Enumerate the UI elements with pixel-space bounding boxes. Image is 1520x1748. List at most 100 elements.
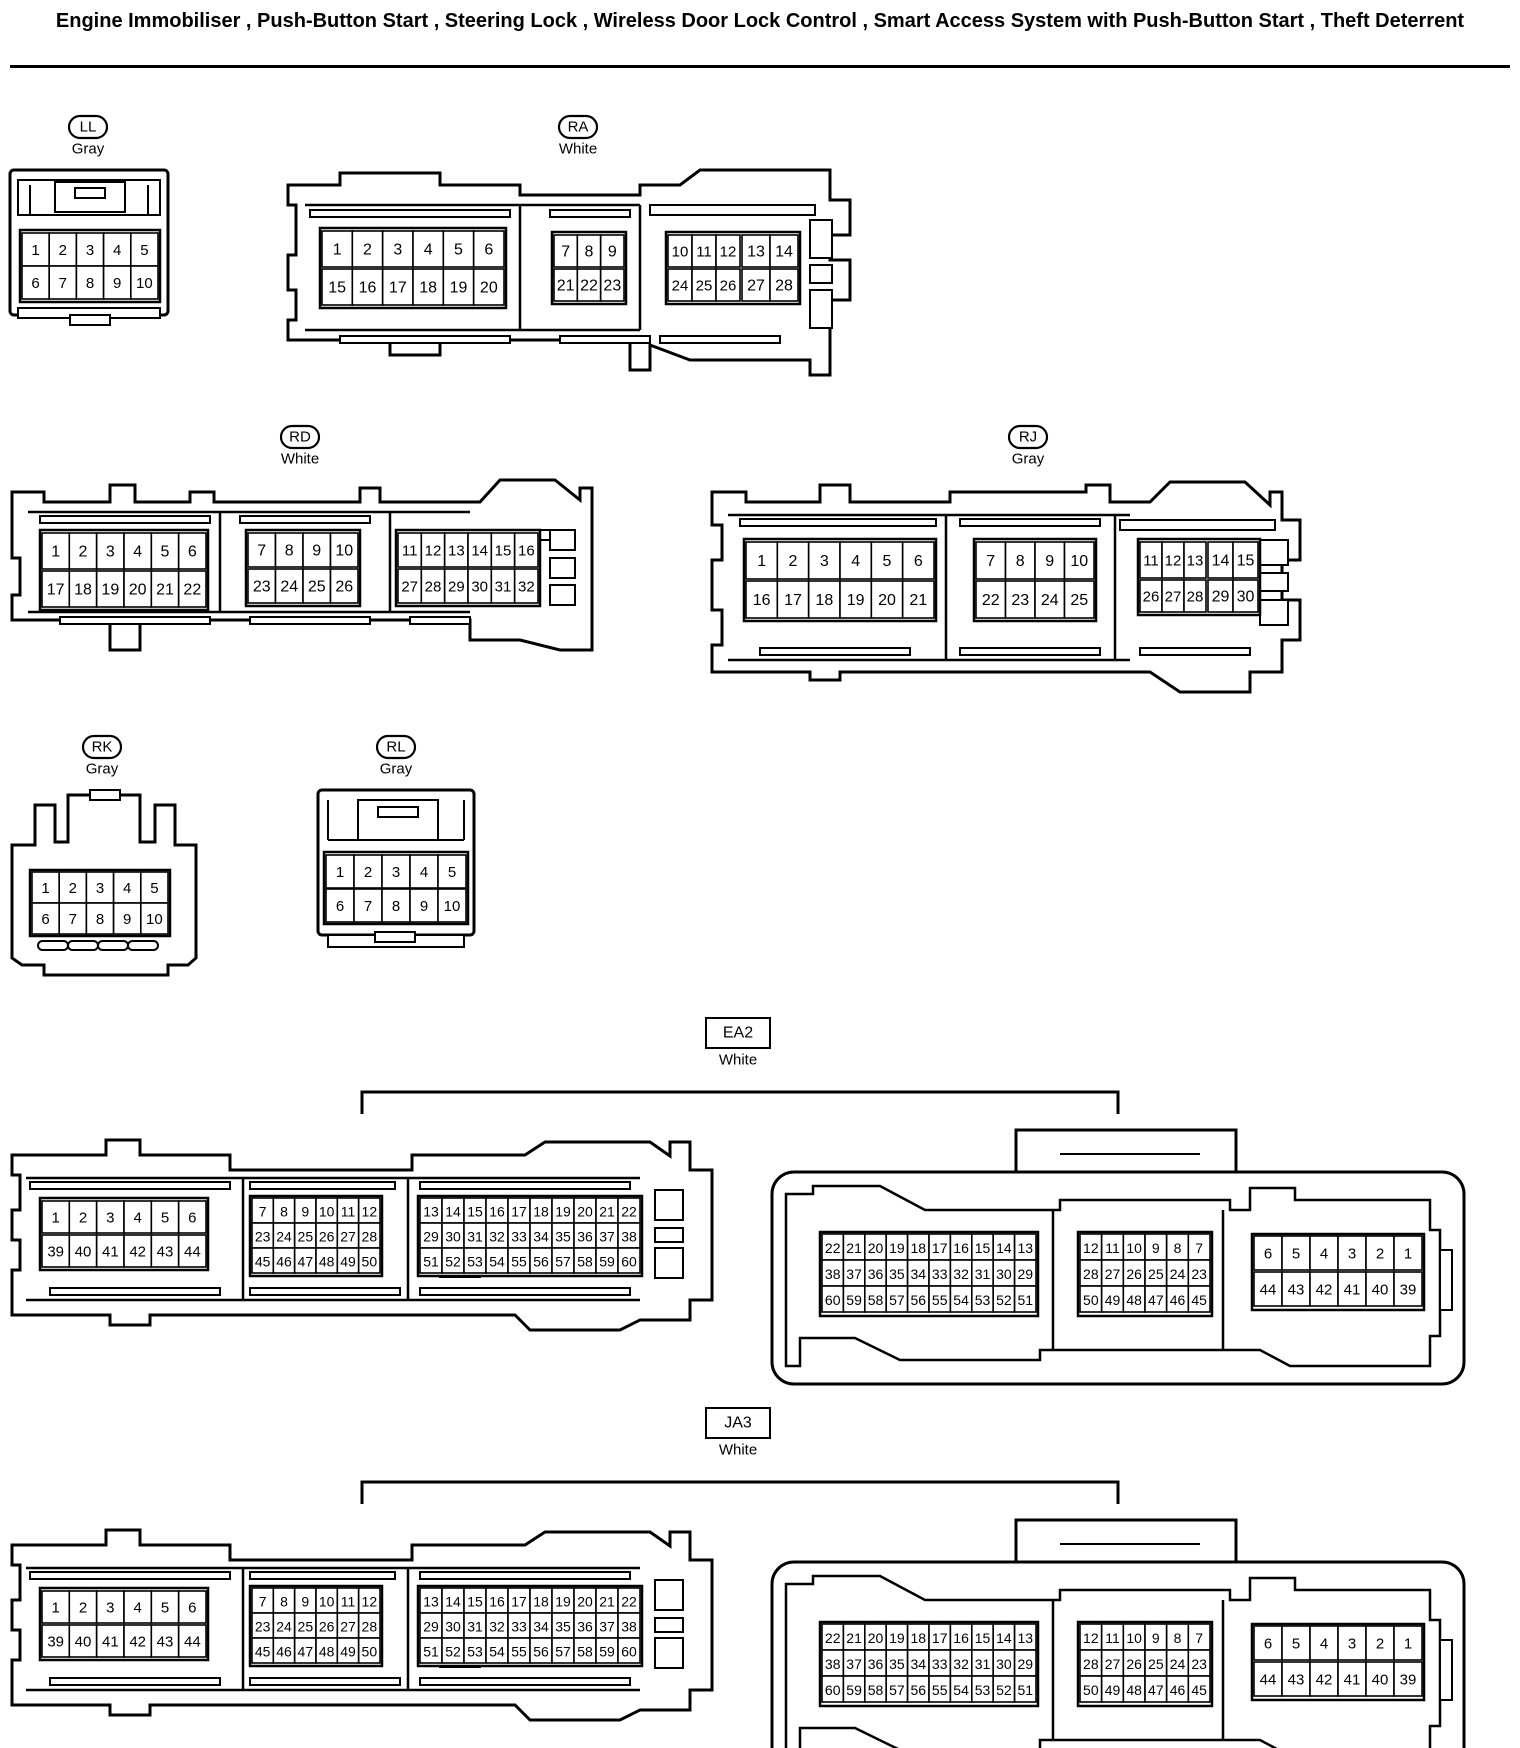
- pin-number: 7: [364, 898, 372, 915]
- pin-number: 4: [133, 544, 142, 561]
- pin-cell: [1337, 1661, 1367, 1697]
- pin-number: 37: [846, 1266, 862, 1282]
- pin-number: 9: [608, 244, 617, 261]
- pin-cell: [617, 1247, 641, 1274]
- pin-number: 16: [953, 1240, 969, 1256]
- pin-number: 29: [1212, 589, 1230, 606]
- pin-number: 4: [133, 1210, 141, 1227]
- slot: [739, 518, 937, 527]
- pin-cell: [1232, 541, 1259, 579]
- pin-cell: [41, 532, 71, 570]
- pin-cell: [599, 234, 625, 268]
- slot: [419, 1571, 631, 1580]
- pin-number: 23: [253, 579, 271, 596]
- pin-number: 25: [308, 579, 326, 596]
- pin-cell: [41, 570, 71, 608]
- pin-number: 7: [1195, 1240, 1203, 1256]
- pin-cell: [123, 1624, 153, 1658]
- pin-number: 16: [359, 280, 377, 297]
- pin-number: 27: [340, 1619, 356, 1635]
- pin-number: 9: [123, 911, 131, 928]
- pin-cell: [41, 1624, 71, 1658]
- pin-cell: [351, 268, 384, 306]
- pin-number: 20: [868, 1240, 884, 1256]
- connector-color: White: [281, 451, 319, 468]
- pin-cell: [901, 580, 935, 619]
- pin-number: 54: [953, 1292, 969, 1308]
- pin-number: 20: [577, 1204, 593, 1220]
- pin-number: 34: [533, 1619, 549, 1635]
- slot: [59, 616, 211, 625]
- lock-window: [1259, 539, 1289, 566]
- pin-number: 46: [1170, 1682, 1186, 1698]
- pin-number: 14: [775, 244, 793, 261]
- pin-number: 5: [140, 242, 148, 259]
- pin-number: 54: [489, 1254, 505, 1270]
- pin-number: 54: [953, 1682, 969, 1698]
- pin-number: 55: [932, 1292, 948, 1308]
- pin-cell: [412, 268, 445, 306]
- slot: [959, 518, 1101, 527]
- pin-cell: [123, 1200, 153, 1234]
- pin-number: 10: [1126, 1630, 1142, 1646]
- pin-cell: [1393, 1235, 1423, 1271]
- pin-number: 59: [846, 1682, 862, 1698]
- lock-window: [654, 1247, 684, 1279]
- pin-number: 19: [889, 1240, 905, 1256]
- pin-number: 18: [815, 592, 833, 609]
- pin-number: 2: [79, 544, 88, 561]
- pin-cell: [1004, 541, 1036, 580]
- pin-cell: [68, 1200, 98, 1234]
- pin-number: 25: [696, 278, 713, 295]
- pin-number: 6: [914, 553, 923, 570]
- pin-number: 20: [480, 280, 498, 297]
- pin-number: 11: [696, 244, 712, 261]
- pin-number: 22: [183, 582, 201, 599]
- pin-number: 9: [301, 1594, 309, 1610]
- pin-cell: [1337, 1625, 1367, 1661]
- pin-cell: [95, 1200, 125, 1234]
- pin-cell: [1187, 1675, 1211, 1703]
- pin-number: 21: [599, 1594, 615, 1610]
- housing-top: [1014, 1128, 1238, 1174]
- pin-number: 58: [577, 1644, 593, 1660]
- pin-number: 47: [298, 1644, 314, 1660]
- pin-number: 2: [789, 553, 798, 570]
- pin-number: 1: [757, 553, 766, 570]
- lock-window: [549, 557, 576, 579]
- slot: [659, 335, 781, 344]
- housing-rail: [1119, 519, 1276, 531]
- connector-code: JA3: [724, 1415, 752, 1432]
- pin-number: 12: [362, 1594, 378, 1610]
- lock-window: [654, 1617, 684, 1633]
- pin-number: 2: [1376, 1246, 1384, 1263]
- pin-number: 48: [1126, 1292, 1142, 1308]
- pin-number: 48: [319, 1644, 335, 1660]
- pin-cell: [140, 902, 169, 935]
- pin-cell: [691, 268, 717, 302]
- housing-top: [1014, 1518, 1238, 1564]
- pin-number: 29: [423, 1619, 439, 1635]
- pin-number: 23: [1191, 1266, 1207, 1282]
- pin-cell: [75, 265, 105, 300]
- pin-cell: [329, 532, 359, 568]
- pin-cell: [409, 854, 439, 889]
- pin-number: 7: [986, 553, 995, 570]
- pin-number: 7: [1195, 1630, 1203, 1646]
- pin-number: 10: [146, 911, 163, 928]
- pin-number: 42: [1316, 1672, 1333, 1689]
- pin-number: 43: [1288, 1282, 1305, 1299]
- latch: [357, 799, 439, 841]
- pin-number: 10: [319, 1594, 335, 1610]
- pin-number: 24: [1170, 1656, 1186, 1672]
- pin-cell: [21, 232, 51, 267]
- pair-bracket: [360, 1480, 1120, 1504]
